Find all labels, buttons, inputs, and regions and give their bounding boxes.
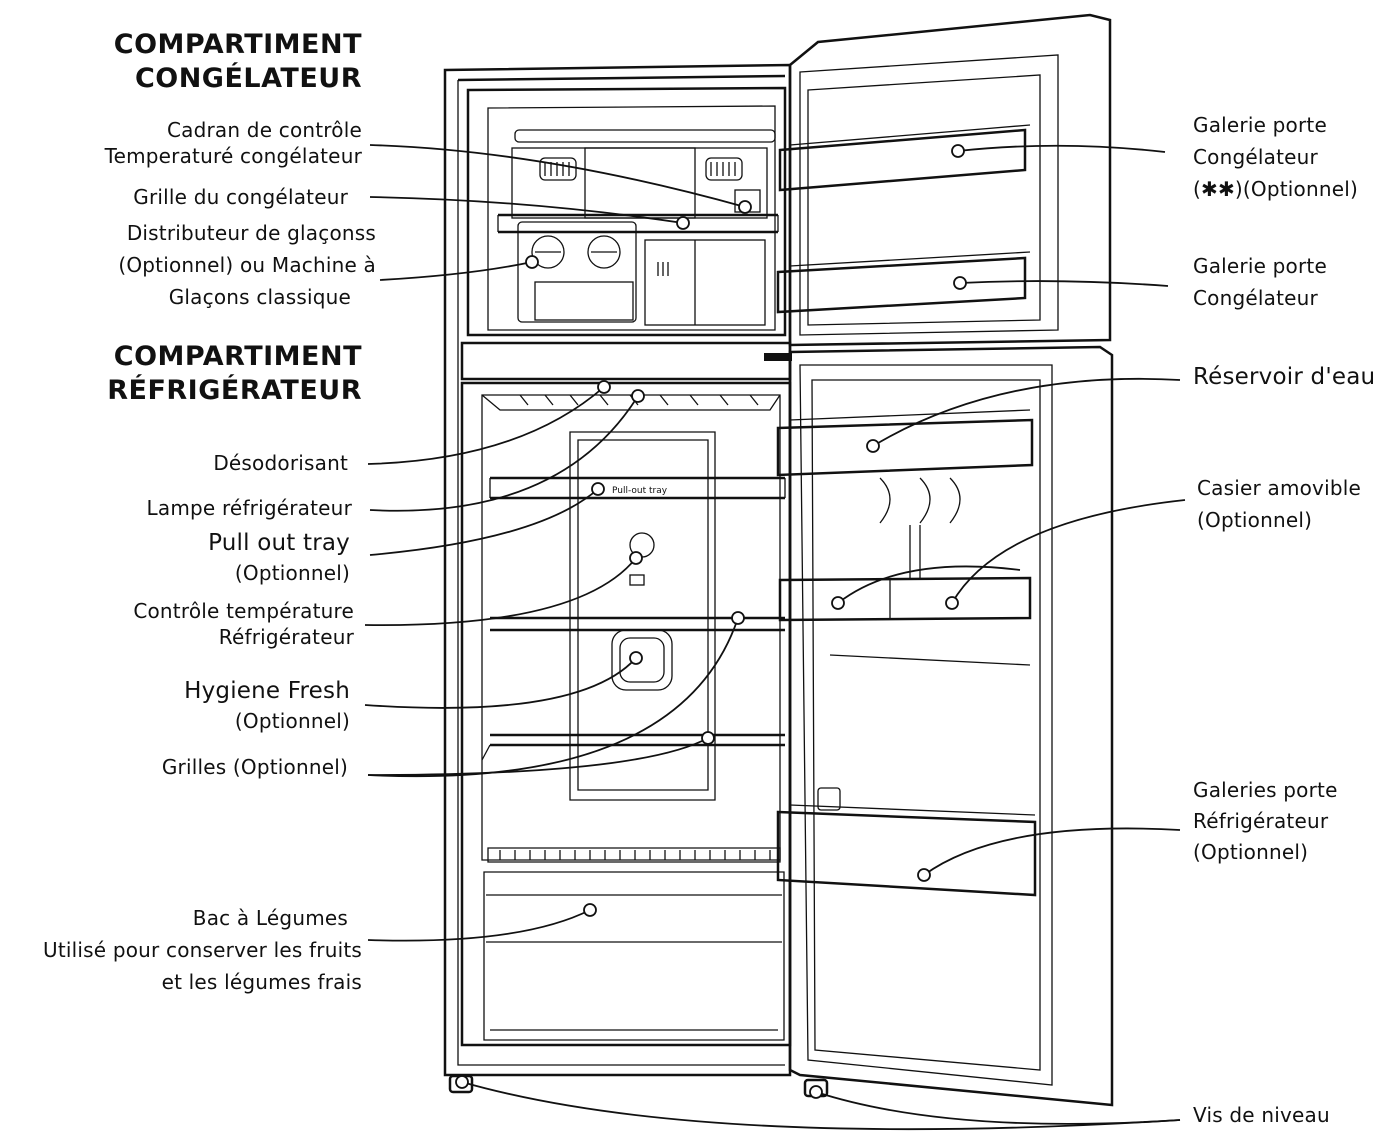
label-control-dial: Cadran de contrôle Temperaturé congélate… xyxy=(40,117,362,169)
callout-shelves-1 xyxy=(367,617,739,778)
freezer-door xyxy=(764,13,1112,361)
label-hygiene-fresh: Hygiene Fresh (Optionnel) xyxy=(40,676,350,736)
callout-ice-maker xyxy=(379,261,533,281)
callout-leveling-2 xyxy=(815,1091,1181,1125)
label-removable-bin: Casier amovible (Optionnel) xyxy=(1197,472,1361,536)
callout-freezer-bin xyxy=(959,280,1169,287)
label-freezer-door-bin: Galerie porte Congélateur xyxy=(1193,250,1327,314)
freezer-section-title: COMPARTIMENT CONGÉLATEUR xyxy=(60,28,362,96)
fridge-title-line1: COMPARTIMENT xyxy=(113,341,362,372)
callout-hygiene xyxy=(364,657,637,709)
label-hygiene-line1: Hygiene Fresh xyxy=(184,678,350,704)
label-pullout-tray: Pull out tray (Optionnel) xyxy=(40,528,350,588)
label-crisper-line1: Bac à Légumes xyxy=(192,906,348,930)
callout-leveling-1 xyxy=(461,1081,1181,1131)
label-ice-maker-line1: Distributeur de glaçonss xyxy=(126,221,376,245)
freezer-title-line1: COMPARTIMENT xyxy=(113,29,362,60)
callout-control-dial xyxy=(369,144,746,208)
fridge-section-title: COMPARTIMENT RÉFRIGÉRATEUR xyxy=(40,340,362,408)
callout-temp-control xyxy=(364,557,637,627)
callout-removable-2 xyxy=(837,565,1021,604)
fridge-door xyxy=(776,345,1114,1107)
label-freezer-door-bin-opt-line3: (✱✱)(Optionnel) xyxy=(1193,177,1359,201)
label-ice-maker: Distributeur de glaçonss (Optionnel) ou … xyxy=(20,217,376,313)
callout-freezer-grille xyxy=(369,196,684,224)
freezer-title-line2: CONGÉLATEUR xyxy=(134,63,362,94)
callout-pullout-tray xyxy=(369,488,599,556)
label-fridge-door-bins-line1: Galeries porte xyxy=(1193,778,1338,802)
callout-fridge-door-bins xyxy=(923,827,1181,876)
label-fridge-door-bins: Galeries porte Réfrigérateur (Optionnel) xyxy=(1193,775,1338,868)
callout-crisper xyxy=(367,909,591,942)
label-removable-line1: Casier amovible xyxy=(1197,476,1362,500)
label-removable-line2: (Optionnel) xyxy=(1197,508,1313,532)
label-fridge-door-bins-line2: Réfrigérateur xyxy=(1193,809,1329,833)
label-pullout-tray-line1: Pull out tray xyxy=(208,530,350,556)
label-freezer-grille: Grille du congélateur xyxy=(133,185,348,209)
callout-lines xyxy=(364,144,1186,1131)
label-crisper-line2: Utilisé pour conserver les fruits xyxy=(43,938,362,962)
label-freezer-door-bin-line2: Congélateur xyxy=(1193,286,1318,310)
label-fridge-door-bins-line3: (Optionnel) xyxy=(1193,840,1309,864)
label-lamp: Lampe réfrigérateur xyxy=(146,496,352,520)
label-freezer-door-bin-optional: Galerie porte Congélateur (✱✱)(Optionnel… xyxy=(1193,109,1358,205)
label-control-dial-line1: Cadran de contrôle xyxy=(166,118,362,142)
label-fridge-temp-line1: Contrôle température xyxy=(133,599,354,623)
freezer-interior xyxy=(497,129,779,326)
callout-deodorizer xyxy=(367,386,605,465)
label-fridge-temp-line2: Réfrigérateur xyxy=(218,625,354,649)
label-crisper: Bac à Légumes Utilisé pour conserver les… xyxy=(0,902,362,998)
label-freezer-door-bin-opt-line1: Galerie porte xyxy=(1193,113,1327,137)
callout-removable-1 xyxy=(951,499,1186,604)
label-crisper-line3: et les légumes frais xyxy=(161,970,362,994)
label-control-dial-line2: Temperaturé congélateur xyxy=(104,144,362,168)
label-water-tank: Réservoir d'eau xyxy=(1193,364,1376,390)
label-ice-maker-line3: Glaçons classique xyxy=(168,285,351,309)
fridge-title-line2: RÉFRIGÉRATEUR xyxy=(107,375,362,406)
label-leveling-screw: Vis de niveau xyxy=(1193,1103,1330,1127)
pullout-tray-marking: Pull-out tray xyxy=(612,486,668,496)
label-hygiene-line2: (Optionnel) xyxy=(234,709,350,733)
label-pullout-tray-line2: (Optionnel) xyxy=(234,561,350,585)
label-fridge-temp-control: Contrôle température Réfrigérateur xyxy=(40,598,354,650)
label-freezer-door-bin-opt-line2: Congélateur xyxy=(1193,145,1318,169)
label-freezer-door-bin-line1: Galerie porte xyxy=(1193,254,1327,278)
label-shelves: Grilles (Optionnel) xyxy=(161,755,348,779)
callout-water-tank xyxy=(872,377,1181,447)
label-deodorizer: Désodorisant xyxy=(213,451,348,475)
callout-dots xyxy=(455,144,967,1099)
callout-freezer-bin-optional xyxy=(957,144,1166,153)
callout-shelves-2 xyxy=(367,737,709,776)
cabinet-body xyxy=(443,63,792,1077)
callout-lamp xyxy=(369,395,639,512)
label-ice-maker-line2: (Optionnel) ou Machine à xyxy=(118,253,376,277)
